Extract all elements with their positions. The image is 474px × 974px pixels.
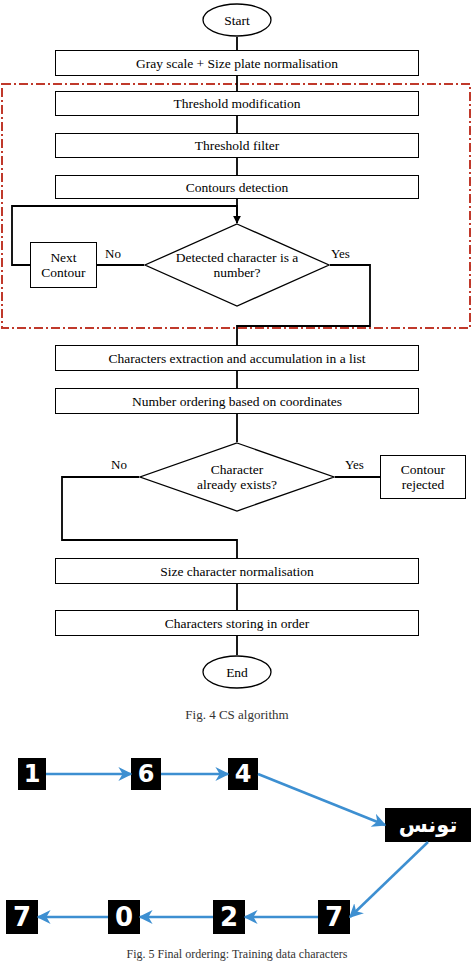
branch-label: No	[104, 246, 122, 262]
node-text: Threshold filter	[195, 138, 279, 153]
node-text: Contours detection	[186, 180, 288, 195]
connector	[236, 37, 238, 50]
connector	[236, 414, 238, 442]
figure-caption: Fig. 4 CS algorithm	[0, 707, 474, 723]
character-tile: 2	[213, 900, 245, 934]
connector	[236, 199, 238, 223]
decision-diamond: Detected character is a number?	[144, 223, 330, 307]
connector	[161, 773, 228, 776]
process-box: Size character normalisation	[55, 558, 419, 584]
node-text: Start	[224, 13, 250, 28]
process-box: Characters extraction and accumulation i…	[55, 345, 419, 371]
process-box: Contours detection	[55, 175, 419, 199]
process-box: Threshold filter	[55, 133, 419, 158]
branch-label: No	[110, 457, 128, 473]
character-tile: 0	[108, 900, 140, 934]
decision-diamond: Character already exists?	[139, 442, 335, 512]
character-tile: 6	[131, 758, 161, 790]
terminal-shape	[203, 656, 271, 688]
connector	[236, 158, 238, 175]
character-glyph: 1	[24, 762, 41, 786]
node-text: Gray scale + Size plate normalisation	[136, 56, 338, 71]
node-text: Detected character is a number?	[172, 250, 302, 280]
connector	[46, 773, 131, 776]
node-text: Threshold modification	[173, 96, 300, 111]
connector	[236, 116, 238, 133]
process-box: Gray scale + Size plate normalisation	[55, 50, 419, 76]
connector	[236, 76, 238, 91]
node-text: Character already exists?	[195, 462, 279, 492]
character-tile: 7	[318, 900, 350, 934]
character-tile: تونس	[385, 808, 471, 842]
end-terminal: End	[202, 655, 272, 689]
process-box: Contour rejected	[380, 455, 466, 499]
process-box: Characters storing in order	[55, 610, 419, 636]
connector	[245, 916, 318, 919]
node-text: Characters storing in order	[165, 616, 309, 631]
process-box: Number ordering based on coordinates	[55, 388, 419, 414]
node-text: Characters extraction and accumulation i…	[108, 351, 365, 366]
process-box: Threshold modification	[55, 91, 419, 116]
process-box: Next Contour	[30, 242, 97, 288]
figure-caption: Fig. 5 Final ordering: Training data cha…	[0, 947, 474, 962]
character-tile: 4	[228, 758, 258, 790]
connector	[350, 842, 428, 917]
node-text: Number ordering based on coordinates	[132, 394, 342, 409]
connector	[140, 916, 213, 919]
connector	[236, 371, 238, 388]
connector	[97, 264, 144, 266]
branch-label: Yes	[344, 457, 365, 473]
character-glyph: 0	[115, 904, 133, 930]
connector	[38, 916, 108, 919]
character-glyph: 6	[138, 762, 155, 786]
character-glyph: 7	[13, 904, 31, 930]
character-glyph: 7	[325, 904, 343, 930]
node-text: Size character normalisation	[160, 564, 314, 579]
character-glyph: 4	[235, 762, 252, 786]
node-text: Contour rejected	[381, 462, 465, 492]
node-text: Next Contour	[31, 250, 96, 280]
connector	[335, 476, 380, 478]
connector	[258, 774, 385, 825]
connector	[236, 636, 238, 655]
group-frame	[2, 84, 470, 328]
character-glyph: تونس	[399, 815, 458, 836]
diamond-shape	[145, 224, 329, 306]
character-tile: 7	[6, 900, 38, 934]
character-tile: 1	[18, 758, 46, 790]
diamond-shape	[140, 443, 334, 511]
terminal-shape	[203, 4, 271, 36]
start-terminal: Start	[202, 3, 272, 37]
character-glyph: 2	[220, 904, 238, 930]
node-text: End	[226, 665, 248, 680]
branch-label: Yes	[330, 246, 351, 262]
connector	[236, 584, 238, 610]
